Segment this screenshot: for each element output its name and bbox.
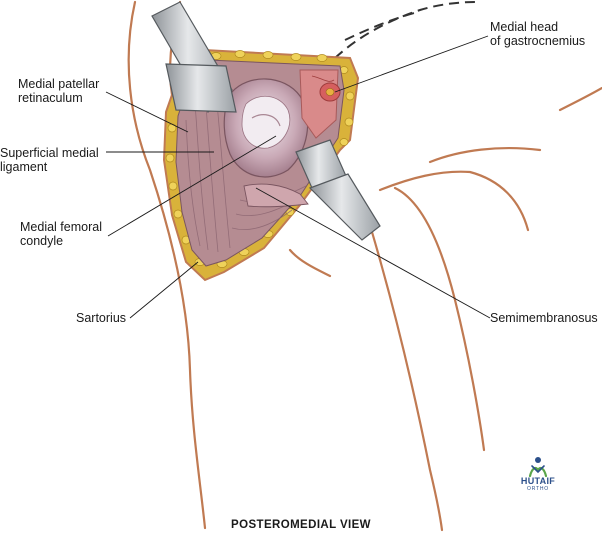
logo-icon [528,457,548,478]
label-line: ligament [0,160,48,174]
logo-sub: ORTHO [527,486,549,492]
label-medial-patellar-retinaculum: Medial patellar retinaculum [18,77,99,105]
label-semimembranosus: Semimembranosus [490,311,598,325]
label-sartorius: Sartorius [76,311,127,325]
logo: HUTAIF ORTHO [518,452,558,496]
leader-condyle [107,135,277,237]
leader-gastrocnemius [334,35,489,93]
vessel-dot [325,88,335,96]
gastrocnemius-edge [311,75,335,82]
label-medial-head-gastrocnemius: Medial head of gastrocnemius [490,20,585,48]
label-line: Superficial medial [0,146,99,160]
label-line: retinaculum [18,91,83,105]
condyle-surface [241,96,291,149]
retractor-lower [295,139,381,241]
label-line: of gastrocnemius [490,34,586,48]
leader-semimembranosus [255,187,491,319]
view-title: POSTEROMEDIAL VIEW [231,519,371,531]
leg-outline [127,0,602,532]
label-superficial-medial-ligament: Superficial medial ligament [0,146,99,174]
leader-sartorius [129,261,199,319]
label-line: Medial head [490,20,559,34]
label-line: Medial patellar [18,77,100,91]
leader-retinaculum [105,91,189,133]
label-line: Medial femoral [20,220,102,234]
retractor-upper [151,1,237,113]
condyle-shadow [251,114,281,127]
leader-lines [105,35,491,319]
label-medial-femoral-condyle: Medial femoral condyle [20,220,102,248]
label-line: condyle [20,234,64,248]
skin-dashed-line [334,1,476,59]
logo-word: HUTAIF [520,476,556,486]
